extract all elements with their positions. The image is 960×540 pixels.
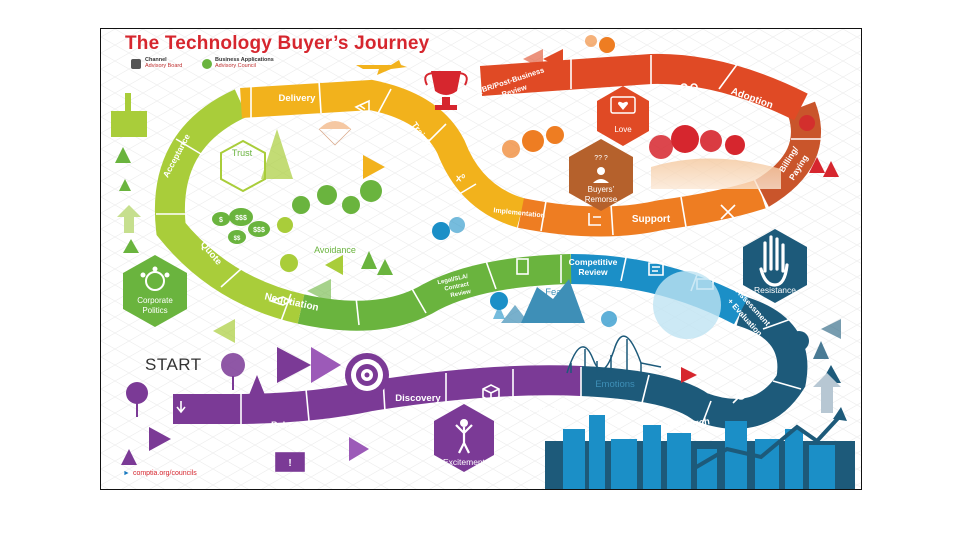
stage-support: Support [632, 214, 671, 225]
svg-text:Corporate: Corporate [137, 296, 173, 305]
hex-buyers-remorse: ?? ? Buyers’ Remorse [569, 139, 633, 211]
footer-link[interactable]: ►comptia.org/councils [123, 470, 197, 477]
road-tile-dividers [156, 55, 825, 428]
road-icons: ! ⅹ⁰ [176, 83, 746, 472]
airplane-icon [356, 60, 407, 75]
heart-icon [618, 101, 628, 110]
box-icon [588, 213, 601, 226]
stage-pain: Pain [271, 420, 291, 431]
checklist-icon [648, 262, 664, 276]
svg-text:$$: $$ [234, 236, 241, 242]
page-title: The Technology Buyer’s Journey [125, 33, 430, 54]
tablet-icon [516, 258, 529, 275]
play-arrow-icon: ► [123, 470, 130, 477]
package-icon [482, 384, 500, 402]
emotions-label: Emotions [595, 379, 635, 390]
stage-legal-review: Review [450, 289, 472, 299]
city-skyline-icon [545, 407, 855, 489]
svg-text:Politics: Politics [142, 306, 167, 315]
handshake-icon [268, 296, 293, 306]
stage-competitive-review: Review [578, 267, 608, 277]
money-icon: $$$ $ $$$ $$ [212, 208, 270, 244]
hex-trust: Trust [220, 129, 293, 193]
business-council-logo [202, 59, 212, 69]
svg-text:!: ! [288, 458, 291, 469]
infographic-slide: Pain Discovery Awareness Research Assess… [100, 28, 862, 490]
search-icon [736, 390, 746, 400]
footer-link-text: comptia.org/councils [132, 470, 197, 477]
hex-love: Love [597, 86, 649, 146]
roller-coaster-icon [566, 335, 662, 374]
trophy-icon [424, 71, 468, 110]
stage-discovery: Discovery [395, 393, 441, 404]
svg-text:Remorse: Remorse [585, 195, 618, 204]
people-icon [680, 83, 688, 91]
svg-text:Trust: Trust [232, 148, 253, 158]
hex-corporate-politics: Corporate Politics [123, 255, 187, 327]
hex-resistance: Resistance [743, 229, 807, 303]
direction-arrows [149, 49, 841, 461]
svg-text:ⅹ⁰: ⅹ⁰ [455, 173, 465, 183]
svg-text:$: $ [219, 217, 223, 224]
laptop-icon [275, 452, 305, 472]
svg-text:Love: Love [614, 125, 632, 134]
journey-diagram: Pain Discovery Awareness Research Assess… [101, 29, 861, 489]
target-icon [345, 353, 389, 397]
tools-icon [720, 204, 736, 220]
svg-text:Buyers’: Buyers’ [588, 185, 615, 194]
svg-text:Resistance: Resistance [754, 285, 796, 295]
delivery-box-icon [354, 99, 370, 117]
svg-text:$$$: $$$ [253, 227, 265, 234]
stage-awareness: Awareness [528, 403, 579, 417]
up-arrows [117, 205, 841, 413]
fear-rocks [501, 279, 585, 323]
stop-hand-icon [759, 235, 789, 287]
stage-delivery: Delivery [279, 93, 317, 104]
svg-text:Excitement: Excitement [443, 457, 486, 467]
monitor-icon [610, 96, 636, 114]
fear-label: Fear [545, 287, 565, 298]
stage-competitive: Competitive [569, 257, 618, 267]
download-arrow-icon [176, 401, 186, 414]
svg-text:$$$: $$$ [235, 215, 247, 222]
stage-contract: Contract [444, 282, 469, 293]
avoidance-label: Avoidance [314, 245, 356, 255]
channel-council-logo [131, 59, 141, 69]
tree-illustrations [111, 35, 841, 465]
start-label: START [145, 355, 202, 374]
assessment-lens [653, 271, 721, 339]
svg-text:?? ?: ?? ? [594, 155, 608, 162]
parachute-icon [318, 121, 352, 146]
hex-excitement: Excitement [434, 404, 494, 472]
